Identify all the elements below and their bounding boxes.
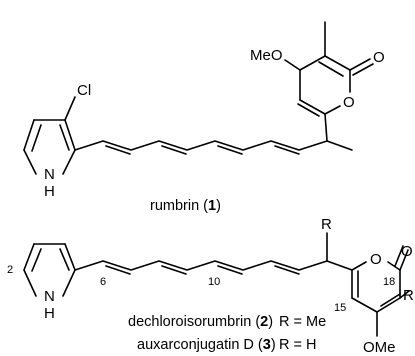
ring-oxygen-label-top: O <box>343 94 355 111</box>
methoxy-label-bottom: OMe <box>363 339 396 356</box>
chlorine-label: Cl <box>77 82 91 99</box>
dechloroisorumbrin-caption: dechloroisorumbrin (2) <box>128 314 273 330</box>
position-number-6: 6 <box>100 276 106 288</box>
bottom-polyene-chain <box>74 232 353 275</box>
carbonyl-oxygen-label-top: O <box>373 49 385 66</box>
rumbrin-structure: MeO O O Cl N H rumbrin (1) <box>23 21 385 214</box>
methoxy-label-top: MeO <box>250 47 283 64</box>
r-substituent-label-right: R <box>403 287 414 304</box>
position-number-18: 18 <box>383 276 395 288</box>
pyrrole-ring-bottom <box>23 243 76 297</box>
bottom-pyranone-ring <box>351 245 410 337</box>
rumbrin-pyranone-ring <box>284 21 374 117</box>
position-number-2: 2 <box>7 264 13 276</box>
dechloroisorumbrin-r-definition: R = Me <box>279 314 326 330</box>
carbonyl-oxygen-label-bottom: O <box>401 243 413 260</box>
pyrrole-nitrogen-label-top: N <box>44 166 55 183</box>
position-number-15: 15 <box>334 302 346 314</box>
pyrrole-nitrogen-label-bottom: N <box>44 288 55 305</box>
auxarconjugatin-caption: auxarconjugatin D (3) <box>137 337 276 353</box>
r-substituent-label-top: R <box>321 216 332 233</box>
rumbrin-polyene-chain <box>74 113 353 155</box>
pyrrole-hydrogen-label-bottom: H <box>44 305 55 322</box>
dechloroisorumbrin-structure: R O O R N H OMe 2 6 10 15 18 dechloroiso… <box>7 216 414 356</box>
ring-oxygen-label-bottom: O <box>370 251 382 268</box>
auxarconjugatin-r-definition: R = H <box>279 337 316 353</box>
pyrrole-hydrogen-label-top: H <box>44 183 55 200</box>
position-number-10: 10 <box>208 276 220 288</box>
rumbrin-caption: rumbrin (1) <box>150 198 221 214</box>
chloropyrrole-ring <box>23 96 76 175</box>
